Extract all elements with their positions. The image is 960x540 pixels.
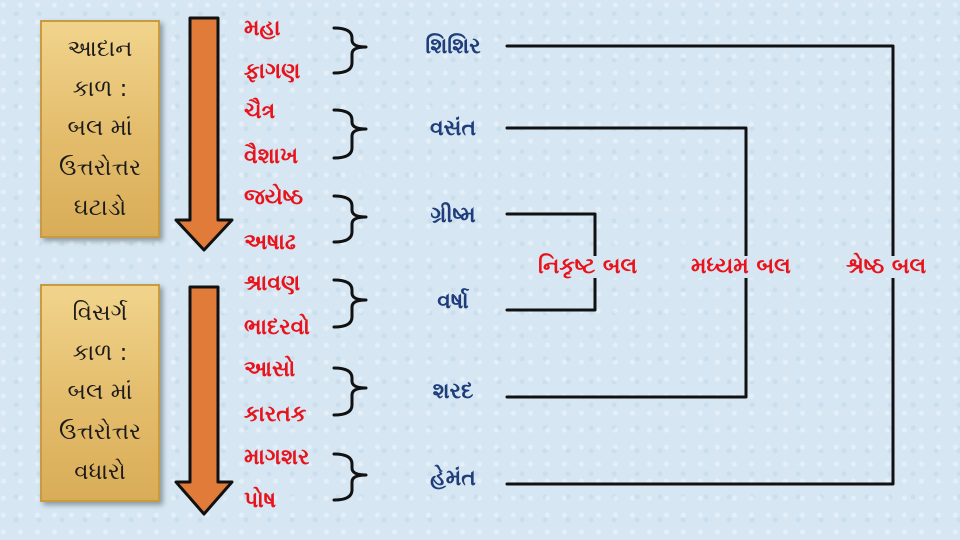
visarga-kala-box: વિસર્ગ કાળ : બલ માં ઉત્તરોત્તર વધારો [40,284,160,502]
month-label: જયેષ્ઠ [244,185,304,210]
increase-arrow-icon [174,285,234,516]
adana-line-3: બલ માં [67,115,133,142]
ritu-shishira: શિશિર [425,34,481,59]
bala-madhyam-label: મધ્યમ બલ [689,254,793,279]
month-label: ફાગણ [244,59,301,84]
ritu-sharad: શરદ [432,379,474,404]
ritu-hemanta: હેમંત [430,466,476,491]
brace-shishira [332,26,368,75]
month-label: મહા [244,16,281,41]
adana-kala-box: આદાન કાળ : બલ માં ઉત્તરોત્તર ઘટાડો [40,20,160,238]
brace-varsha [332,278,368,329]
month-label: પોષ [244,488,277,513]
month-label: માગશર [244,445,310,470]
ritu-varsha: વર્ષા [437,289,469,314]
month-label: શ્રાવણ [244,271,301,296]
month-label: આસો [244,357,296,382]
brace-grishma [332,194,368,244]
brace-vasanta [332,108,368,160]
adana-line-5: ઘટાડો [73,194,127,221]
adana-line-1: આદાન [67,36,133,63]
visarga-line-1: વિસર્ગ [72,300,128,327]
month-label: ભાદરવો [244,315,310,340]
bala-nikrushta-label: નિકૃષ્ટ બલ [536,254,640,279]
visarga-line-4: ઉત્તરોત્તર [58,419,142,446]
adana-line-2: કાળ : [72,75,128,102]
month-label: કારતક [244,402,307,427]
month-label: ચૈત્ર [244,99,276,124]
month-label: અષાઢ [244,230,296,255]
decrease-arrow-icon [174,16,234,252]
visarga-line-5: વધારો [74,458,126,485]
brace-sharad [332,366,368,417]
brace-hemanta [332,452,368,502]
month-label: વૈશાખ [244,144,299,169]
adana-line-4: ઉત્તરોત્તર [58,155,142,182]
bala-shreshtha-label: શ્રેષ્ઠ બલ [844,254,929,279]
ritu-vasanta: વસંત [429,116,477,141]
visarga-line-2: કાળ : [72,339,128,366]
visarga-line-3: બલ માં [67,379,133,406]
ritu-grishma: ગ્રીષ્મ [430,203,476,228]
